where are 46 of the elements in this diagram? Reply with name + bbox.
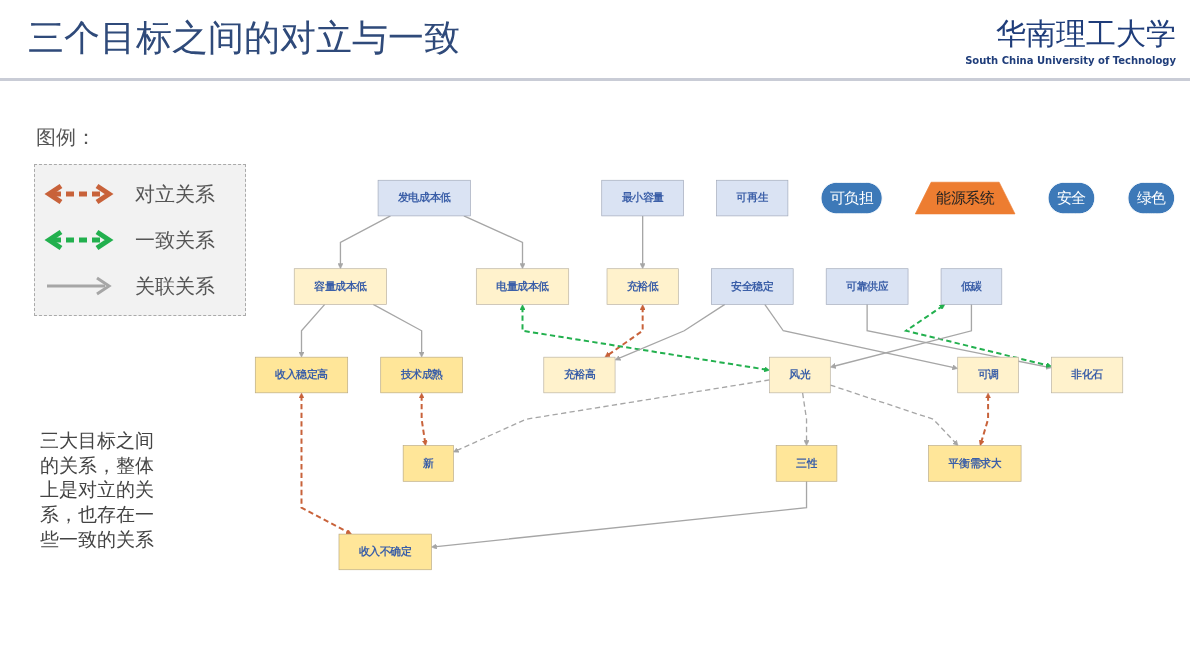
arrow [801, 392, 810, 446]
arrow [463, 215, 526, 269]
node-box: 充裕高 [543, 356, 616, 394]
node-box: 风光 [769, 356, 831, 394]
node-box: 发电成本低 [377, 179, 471, 217]
legend-heading: 图例： [36, 124, 96, 151]
node-box: 可调 [957, 356, 1019, 394]
arrow [829, 384, 959, 446]
node-box: 容量成本低 [293, 268, 387, 305]
node-box: 充裕低 [606, 268, 679, 305]
node-box: 新 [402, 445, 454, 482]
node-box: 可再生 [716, 179, 789, 217]
arrow [830, 303, 973, 369]
node-box: 最小容量 [601, 179, 684, 217]
node-box: 三性 [775, 445, 838, 482]
arrow [604, 304, 646, 358]
node-box: 收入稳定高 [254, 356, 349, 394]
arrow [298, 303, 326, 358]
node-box: 收入不确定 [338, 533, 432, 571]
node-box: 技术成熟 [380, 356, 463, 394]
arrow [764, 303, 958, 371]
arrow [298, 392, 352, 535]
node-box: 平衡需求大 [928, 445, 1022, 482]
arrow [639, 215, 646, 269]
legend-label: 一致关系 [135, 226, 215, 254]
node-box: 低碳 [940, 268, 1003, 305]
node-box: 安全稳定 [711, 268, 794, 305]
arrow [903, 304, 1052, 368]
arrow [614, 303, 726, 361]
slide-title: 三个目标之间的对立与一致 [28, 16, 460, 60]
arrow [431, 480, 808, 550]
arrow [372, 303, 425, 358]
arrow [337, 215, 392, 269]
side-note: 三大目标之间的关系，整体上是对立的关系，也存在一些一致的关系 [40, 428, 155, 552]
legend-label: 关联关系 [135, 272, 215, 300]
arrow [453, 379, 771, 453]
arrow [418, 392, 428, 446]
node-box: 非化石 [1051, 356, 1124, 394]
arrow [978, 392, 991, 446]
node-box: 可靠供应 [825, 268, 909, 305]
university-name-english: South China University of Technology [965, 55, 1176, 66]
arrow [866, 303, 1052, 370]
legend-label: 对立关系 [135, 180, 215, 208]
arrow [519, 304, 770, 373]
university-name: 华南理工大学 [995, 15, 1176, 53]
node-box: 电量成本低 [475, 268, 570, 305]
